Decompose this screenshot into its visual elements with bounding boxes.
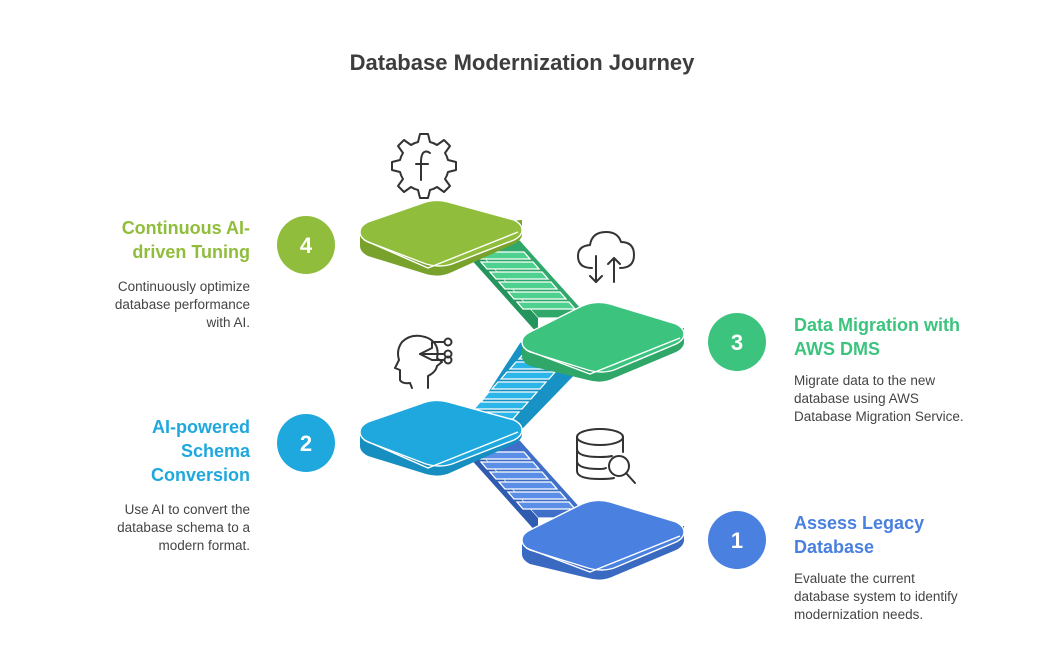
step-2-heading: AI-powered Schema Conversion <box>150 417 250 485</box>
platform-4 <box>359 199 523 276</box>
ai-head-circuit-icon <box>394 334 453 389</box>
cloud-transfer-icon <box>577 231 635 283</box>
platform-2 <box>359 399 523 476</box>
step-3-badge: 3 <box>708 313 766 371</box>
step-1-number: 1 <box>731 528 743 553</box>
page-title: Database Modernization Journey <box>349 50 695 75</box>
step-1-description: Evaluate the current database system to … <box>794 571 958 622</box>
database-search-icon <box>576 428 636 484</box>
step-4-number: 4 <box>300 233 313 258</box>
step-4-badge: 4 <box>277 216 335 274</box>
platform-3 <box>521 301 685 382</box>
platform-1 <box>521 499 685 580</box>
step-2-badge: 2 <box>277 414 335 472</box>
step-1-heading: Assess Legacy Database <box>794 513 925 557</box>
step-3-number: 3 <box>731 330 743 355</box>
function-gear-icon <box>391 133 457 199</box>
step-2-number: 2 <box>300 431 312 456</box>
step-4-description: Continuously optimize database performan… <box>114 279 250 330</box>
step-2-description: Use AI to convert the database schema to… <box>117 502 250 553</box>
step-4-heading: Continuous AI-driven Tuning <box>121 218 250 262</box>
step-3-description: Migrate data to the new database using A… <box>794 373 964 424</box>
step-3-heading: Data Migration with AWS DMS <box>794 315 960 359</box>
step-1-badge: 1 <box>708 511 766 569</box>
stairs-1-2 <box>466 439 592 534</box>
stairs-3-4 <box>466 239 592 334</box>
